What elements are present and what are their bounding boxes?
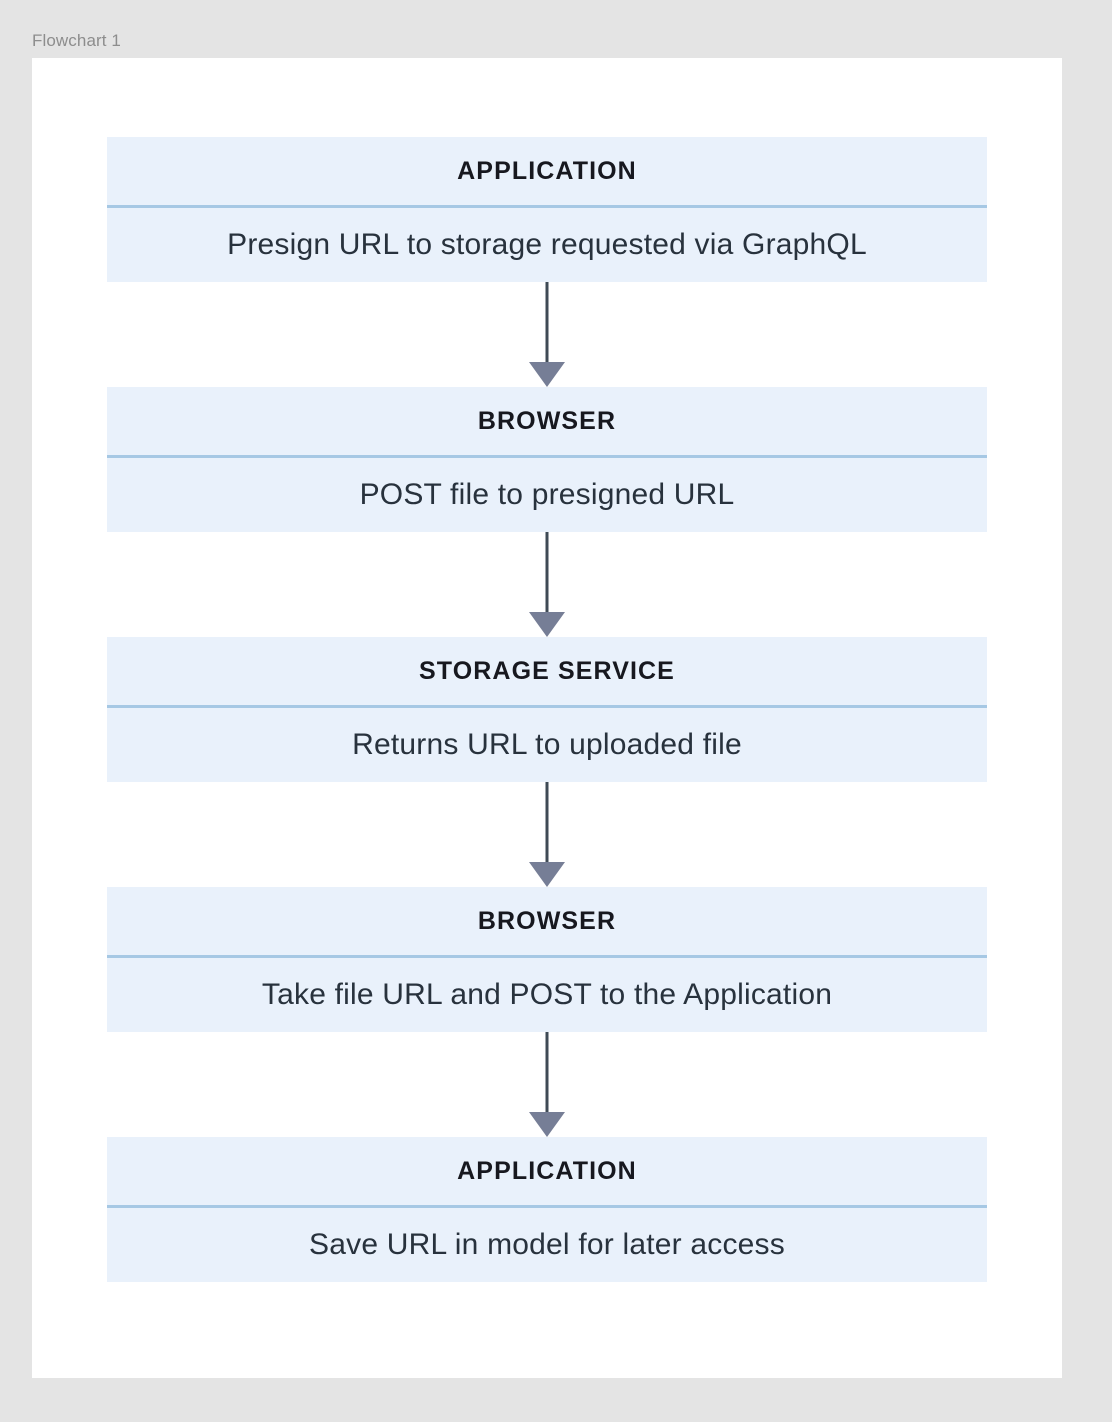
flow-node-body-label: Presign URL to storage requested via Gra… <box>227 228 867 261</box>
flow-connector-arrow <box>107 282 987 387</box>
flow-node-header-label: BROWSER <box>477 407 617 435</box>
connector-line <box>545 1032 549 1118</box>
arrow-down-icon <box>529 1112 565 1137</box>
flow-node-body-label: Returns URL to uploaded file <box>352 728 742 761</box>
flow-node[interactable]: BROWSER POST file to presigned URL <box>107 387 987 532</box>
flow-connector-arrow <box>107 1032 987 1137</box>
flow-node[interactable]: APPLICATION Presign URL to storage reque… <box>107 137 987 282</box>
flow-node-body: Returns URL to uploaded file <box>107 708 987 782</box>
flow-node-header-label: APPLICATION <box>457 1157 637 1185</box>
flowchart-canvas: APPLICATION Presign URL to storage reque… <box>32 58 1062 1378</box>
flow-sequence: APPLICATION Presign URL to storage reque… <box>107 137 987 1282</box>
flow-node-header: APPLICATION <box>107 1137 987 1208</box>
flow-node-body: Presign URL to storage requested via Gra… <box>107 208 987 282</box>
arrow-down-icon <box>529 862 565 887</box>
flow-connector-arrow <box>107 532 987 637</box>
flow-connector-arrow <box>107 782 987 887</box>
flow-node-body-label: Save URL in model for later access <box>309 1228 785 1261</box>
flow-node-header-label: BROWSER <box>477 907 617 935</box>
flow-node-body: Save URL in model for later access <box>107 1208 987 1282</box>
flow-node[interactable]: BROWSER Take file URL and POST to the Ap… <box>107 887 987 1032</box>
flow-node[interactable]: STORAGE SERVICE Returns URL to uploaded … <box>107 637 987 782</box>
flow-node-header-label: APPLICATION <box>457 157 637 185</box>
connector-line <box>545 532 549 618</box>
flow-node[interactable]: APPLICATION Save URL in model for later … <box>107 1137 987 1282</box>
flow-node-header: BROWSER <box>107 387 987 458</box>
flow-node-header: STORAGE SERVICE <box>107 637 987 708</box>
figure-caption: Flowchart 1 <box>32 31 121 50</box>
connector-line <box>545 782 549 868</box>
flow-node-header: BROWSER <box>107 887 987 958</box>
flow-node-body: POST file to presigned URL <box>107 458 987 532</box>
flow-node-body-label: POST file to presigned URL <box>359 478 735 511</box>
arrow-down-icon <box>529 612 565 637</box>
connector-line <box>545 282 549 368</box>
flow-node-body: Take file URL and POST to the Applicatio… <box>107 958 987 1032</box>
flow-node-header: APPLICATION <box>107 137 987 208</box>
arrow-down-icon <box>529 362 565 387</box>
flow-node-body-label: Take file URL and POST to the Applicatio… <box>261 978 833 1011</box>
flow-node-header-label: STORAGE SERVICE <box>419 657 675 685</box>
